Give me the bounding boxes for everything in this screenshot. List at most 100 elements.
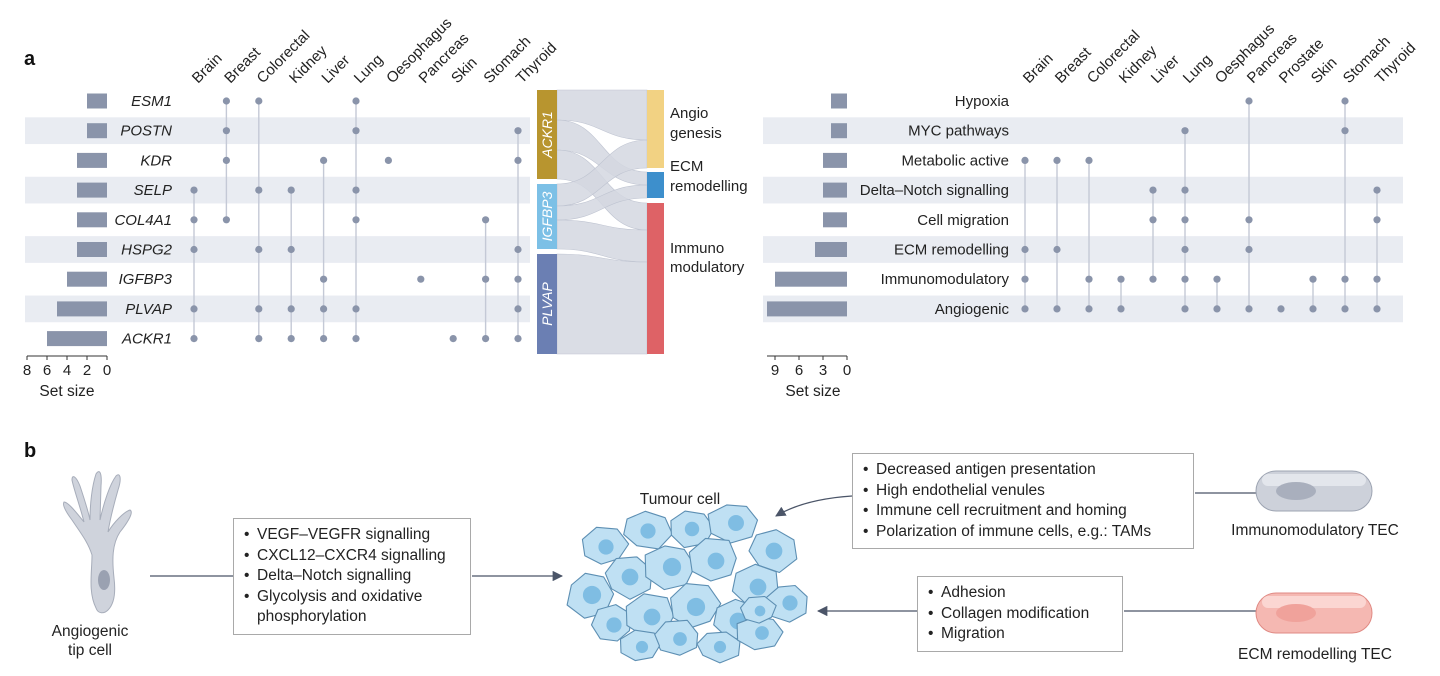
sankey-link bbox=[556, 253, 648, 355]
membership-dot bbox=[1181, 245, 1189, 254]
pathway-upset-plot: BrainBreastColorectalKidneyLiverLungOesp… bbox=[763, 21, 1419, 400]
sankey-source-label: IGFBP3 bbox=[539, 191, 555, 241]
membership-dot bbox=[352, 97, 360, 105]
row-label: POSTN bbox=[120, 123, 172, 140]
membership-dot bbox=[255, 335, 263, 343]
membership-dot bbox=[1021, 245, 1029, 254]
membership-dot bbox=[352, 127, 360, 135]
row-shade bbox=[25, 176, 530, 204]
tumour-cell-nucleus bbox=[686, 597, 706, 617]
membership-dot bbox=[1053, 156, 1061, 164]
row-label: MYC pathways bbox=[908, 123, 1009, 140]
box-top-item: Decreased antigen presentation bbox=[863, 460, 1183, 481]
box-bottom-item: Migration bbox=[928, 624, 1112, 645]
membership-dot bbox=[1149, 186, 1157, 194]
box-top-item: High endothelial venules bbox=[863, 481, 1183, 502]
membership-dot bbox=[1181, 305, 1189, 313]
row-shade bbox=[763, 176, 1403, 204]
membership-dot bbox=[1021, 275, 1029, 283]
set-size-bar bbox=[831, 123, 847, 139]
tip-cell-label-line: tip cell bbox=[68, 642, 112, 659]
axis-tick-label: 8 bbox=[23, 362, 31, 379]
membership-dot bbox=[222, 216, 230, 224]
membership-dot bbox=[1021, 156, 1029, 164]
membership-dot bbox=[1309, 275, 1317, 283]
membership-dot bbox=[222, 97, 230, 105]
tumour-cell-nucleus bbox=[754, 605, 766, 617]
tec-highlight bbox=[1262, 474, 1366, 486]
ecm-features-box: Adhesion Collagen modification Migration bbox=[917, 576, 1123, 652]
axis-tick-label: 4 bbox=[63, 362, 71, 379]
tissue-column-label: Brain bbox=[189, 50, 226, 87]
membership-dot bbox=[1277, 305, 1285, 313]
row-label: Hypoxia bbox=[955, 93, 1010, 110]
membership-dot bbox=[1181, 275, 1189, 283]
membership-dot bbox=[514, 275, 522, 283]
immunomodulatory-features-box: Decreased antigen presentation High endo… bbox=[852, 453, 1194, 549]
membership-dot bbox=[1309, 305, 1317, 313]
tip-cell-illustration bbox=[63, 471, 132, 614]
membership-dot bbox=[320, 275, 328, 283]
set-size-bar bbox=[67, 271, 107, 287]
set-size-bar bbox=[815, 242, 847, 257]
tec-highlight bbox=[1262, 596, 1366, 608]
row-label: Angiogenic bbox=[935, 301, 1010, 318]
membership-dot bbox=[514, 127, 522, 135]
box-bottom-item: Collagen modification bbox=[928, 604, 1112, 625]
axis-tick-label: 0 bbox=[843, 362, 851, 379]
tip-cell-nucleus bbox=[98, 570, 110, 590]
axis-tick-label: 6 bbox=[795, 362, 803, 379]
membership-dot bbox=[1117, 305, 1125, 313]
membership-dot bbox=[1085, 305, 1093, 313]
gene-upset-plot: BrainBreastColorectalKidneyLiverLungOeso… bbox=[23, 15, 560, 400]
membership-dot bbox=[1341, 97, 1349, 105]
tumour-cell-nucleus bbox=[728, 515, 744, 531]
sankey-diagram: ACKR1IGFBP3PLVAPAngiogenesisECMremodelli… bbox=[537, 89, 748, 355]
membership-dot bbox=[287, 245, 295, 254]
membership-dot bbox=[190, 216, 198, 224]
row-label: ESM1 bbox=[131, 93, 172, 110]
sankey-target-node bbox=[647, 172, 664, 198]
sankey-target-node bbox=[647, 90, 664, 168]
membership-dot bbox=[255, 186, 263, 194]
tumour-cell-label: Tumour cell bbox=[639, 491, 721, 508]
set-size-bar bbox=[775, 271, 847, 287]
membership-dot bbox=[1245, 216, 1253, 224]
box-bottom-item: Adhesion bbox=[928, 583, 1112, 604]
membership-dot bbox=[1373, 275, 1381, 283]
membership-dot bbox=[514, 305, 522, 313]
angiogenic-signalling-box: VEGF–VEGFR signalling CXCL12–CXCR4 signa… bbox=[233, 518, 471, 635]
membership-dot bbox=[1373, 305, 1381, 313]
membership-dot bbox=[320, 305, 328, 313]
set-size-bar bbox=[87, 93, 107, 109]
sankey-target-label: remodelling bbox=[670, 178, 748, 195]
membership-dot bbox=[1245, 245, 1253, 254]
tumour-cell-nucleus bbox=[749, 578, 767, 596]
membership-dot bbox=[352, 216, 360, 224]
membership-dot bbox=[1021, 305, 1029, 313]
sankey-source-node bbox=[537, 254, 557, 354]
tumour-cell-nucleus bbox=[782, 595, 798, 611]
ecm-remodelling-tec-label: ECM remodelling TEC bbox=[1238, 646, 1392, 663]
axis-title: Set size bbox=[785, 383, 840, 400]
set-size-bar bbox=[77, 212, 107, 228]
tissue-column-label: Brain bbox=[1020, 50, 1057, 87]
tissue-column-label: Lung bbox=[351, 51, 387, 87]
set-size-bar bbox=[87, 123, 107, 139]
row-shade bbox=[25, 117, 530, 145]
tumour-cell-nucleus bbox=[582, 585, 602, 605]
membership-dot bbox=[1085, 156, 1093, 164]
membership-dot bbox=[1181, 186, 1189, 194]
membership-dot bbox=[1373, 186, 1381, 194]
tumour-cell-nucleus bbox=[707, 552, 725, 570]
membership-dot bbox=[482, 275, 490, 283]
sankey-target-label: genesis bbox=[670, 125, 722, 142]
membership-dot bbox=[1341, 275, 1349, 283]
sankey-target-label: ECM bbox=[670, 158, 703, 175]
row-shade bbox=[763, 236, 1403, 263]
tumour-cell-nucleus bbox=[598, 539, 614, 555]
membership-dot bbox=[190, 186, 198, 194]
tumour-cell-nucleus bbox=[713, 640, 727, 654]
membership-dot bbox=[417, 275, 425, 283]
